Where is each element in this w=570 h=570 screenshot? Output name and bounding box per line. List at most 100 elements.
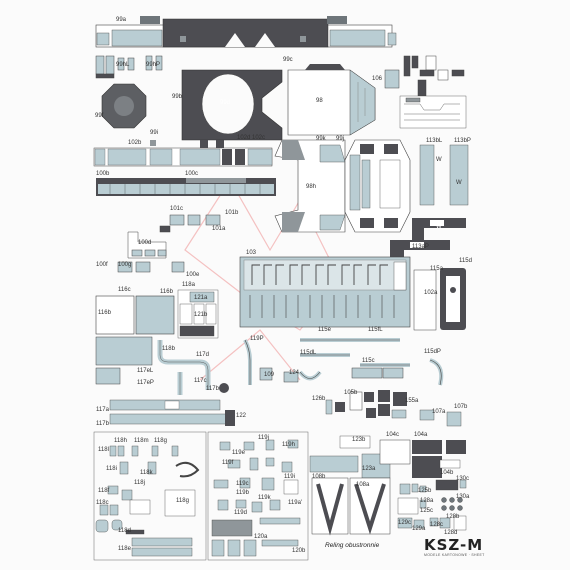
label-118c: 118c [96, 500, 109, 506]
part-118-small-set [95, 445, 200, 557]
label-117b-strip: 117b [96, 421, 109, 427]
part-117-pipes [157, 340, 211, 395]
label-100c: 100c [185, 171, 199, 177]
label-99k: 99k [316, 136, 326, 142]
part-99d-deck [181, 69, 283, 141]
label-99f: 99f [95, 113, 104, 119]
label-113bP: 113bP [454, 138, 471, 144]
part-text-w1: W [436, 224, 442, 230]
label-129c: 129c [398, 520, 412, 526]
label-102c: 102c [252, 135, 266, 141]
label-119j: 119j [258, 435, 269, 441]
label-119a-prime: 119a' [288, 500, 303, 506]
label-107b: 107b [454, 404, 468, 410]
label-99a: 99a [116, 17, 127, 23]
label-119e: 119e [232, 450, 245, 456]
part-text-w3: W [456, 180, 462, 186]
label-115c: 115c [362, 358, 375, 364]
label-104b: 104b [440, 470, 454, 476]
part-108-chevrons [309, 435, 391, 536]
label-115d: 115d [459, 258, 472, 264]
label-119f: 119f [222, 460, 234, 466]
label-118i: 118i [106, 466, 117, 472]
label-118g: 118g [154, 438, 167, 444]
part-103-railing [239, 256, 411, 328]
label-119P: 119P [250, 336, 264, 342]
label-102b: 102b [128, 140, 142, 146]
label-104a: 104a [414, 432, 428, 438]
brand-logo: KSZ-M [424, 536, 484, 554]
label-124: 124 [289, 370, 300, 376]
part-106 [384, 55, 465, 97]
part-98-deck [344, 139, 411, 233]
part-101-set [159, 214, 221, 233]
label-117b: 117b [206, 386, 219, 392]
label-115e: 115e [318, 327, 331, 333]
label-99c: 99c [283, 57, 293, 63]
part-117a-strip [109, 399, 235, 426]
label-113aP: 113aP [412, 244, 429, 250]
label-118g-box: 118g [176, 498, 189, 504]
label-128d: 128d [444, 530, 458, 536]
label-99i: 99i [150, 130, 159, 136]
frame-118-section [93, 431, 207, 561]
frame-119-section [207, 431, 309, 561]
label-117eL: 117eL [137, 368, 154, 374]
label-118l: 118l [98, 447, 109, 453]
part-115-rails [243, 338, 444, 386]
label-99hP: 99hP [146, 62, 161, 68]
part-117e-disc [219, 383, 229, 393]
label-119h: 119h [282, 442, 295, 448]
label-116b-left: 116b [98, 310, 111, 316]
label-117c: 117c [194, 378, 207, 384]
label-115dP: 115dP [424, 349, 441, 355]
label-108a: 108a [356, 482, 370, 488]
part-99h-set [95, 55, 163, 79]
label-119b: 119b [236, 490, 249, 496]
label-130a: 130a [456, 494, 470, 500]
brand-subtitle: MODELE KARTONOWE · SHEET [424, 553, 485, 557]
part-text-102a: 102a [424, 290, 438, 296]
part-113-set [390, 144, 469, 258]
label-130c: 130c [456, 476, 470, 482]
label-128b: 128b [446, 514, 460, 520]
label-101b: 101b [225, 210, 239, 216]
label-118f: 118f [98, 488, 110, 494]
label-123a: 123a [362, 466, 376, 472]
label-123b: 123b [352, 437, 366, 443]
label-99hL: 99hL [116, 62, 130, 68]
label-118b: 118b [162, 346, 175, 352]
label-117d: 117d [196, 352, 209, 358]
label-119k: 119k [258, 495, 271, 501]
label-104c: 104c [386, 432, 400, 438]
label-118k: 118k [140, 470, 153, 476]
part-99c-hull [287, 64, 376, 136]
part-text-98: 98 [316, 98, 323, 104]
label-128c: 128c [430, 522, 444, 528]
label-99j: 99j [336, 136, 345, 142]
part-99-small-squares [150, 140, 224, 148]
label-155a: 155a [405, 398, 419, 404]
part-116b-plate [95, 295, 175, 335]
label-107a: 107a [432, 409, 446, 415]
part-109-124 [259, 367, 404, 383]
label-119c: 119c [236, 481, 249, 487]
part-102a-frame [413, 268, 466, 331]
part-rail-block [399, 95, 467, 129]
part-text-99d: 99d [220, 100, 231, 106]
label-118h: 118h [114, 438, 127, 444]
label-102d: 102d [237, 135, 251, 141]
label-108b: 108b [312, 474, 326, 480]
label-126b: 126b [312, 396, 326, 402]
part-119-small-set [211, 439, 301, 557]
label-125c: 125c [420, 508, 434, 514]
label-99b: 99b [172, 94, 183, 100]
label-100b: 100b [96, 171, 110, 177]
part-125-131-set [397, 479, 467, 531]
label-120a: 120a [254, 534, 268, 540]
label-109: 109 [264, 372, 275, 378]
part-octagon-99 [101, 83, 147, 129]
part-105-blocks [325, 390, 462, 427]
